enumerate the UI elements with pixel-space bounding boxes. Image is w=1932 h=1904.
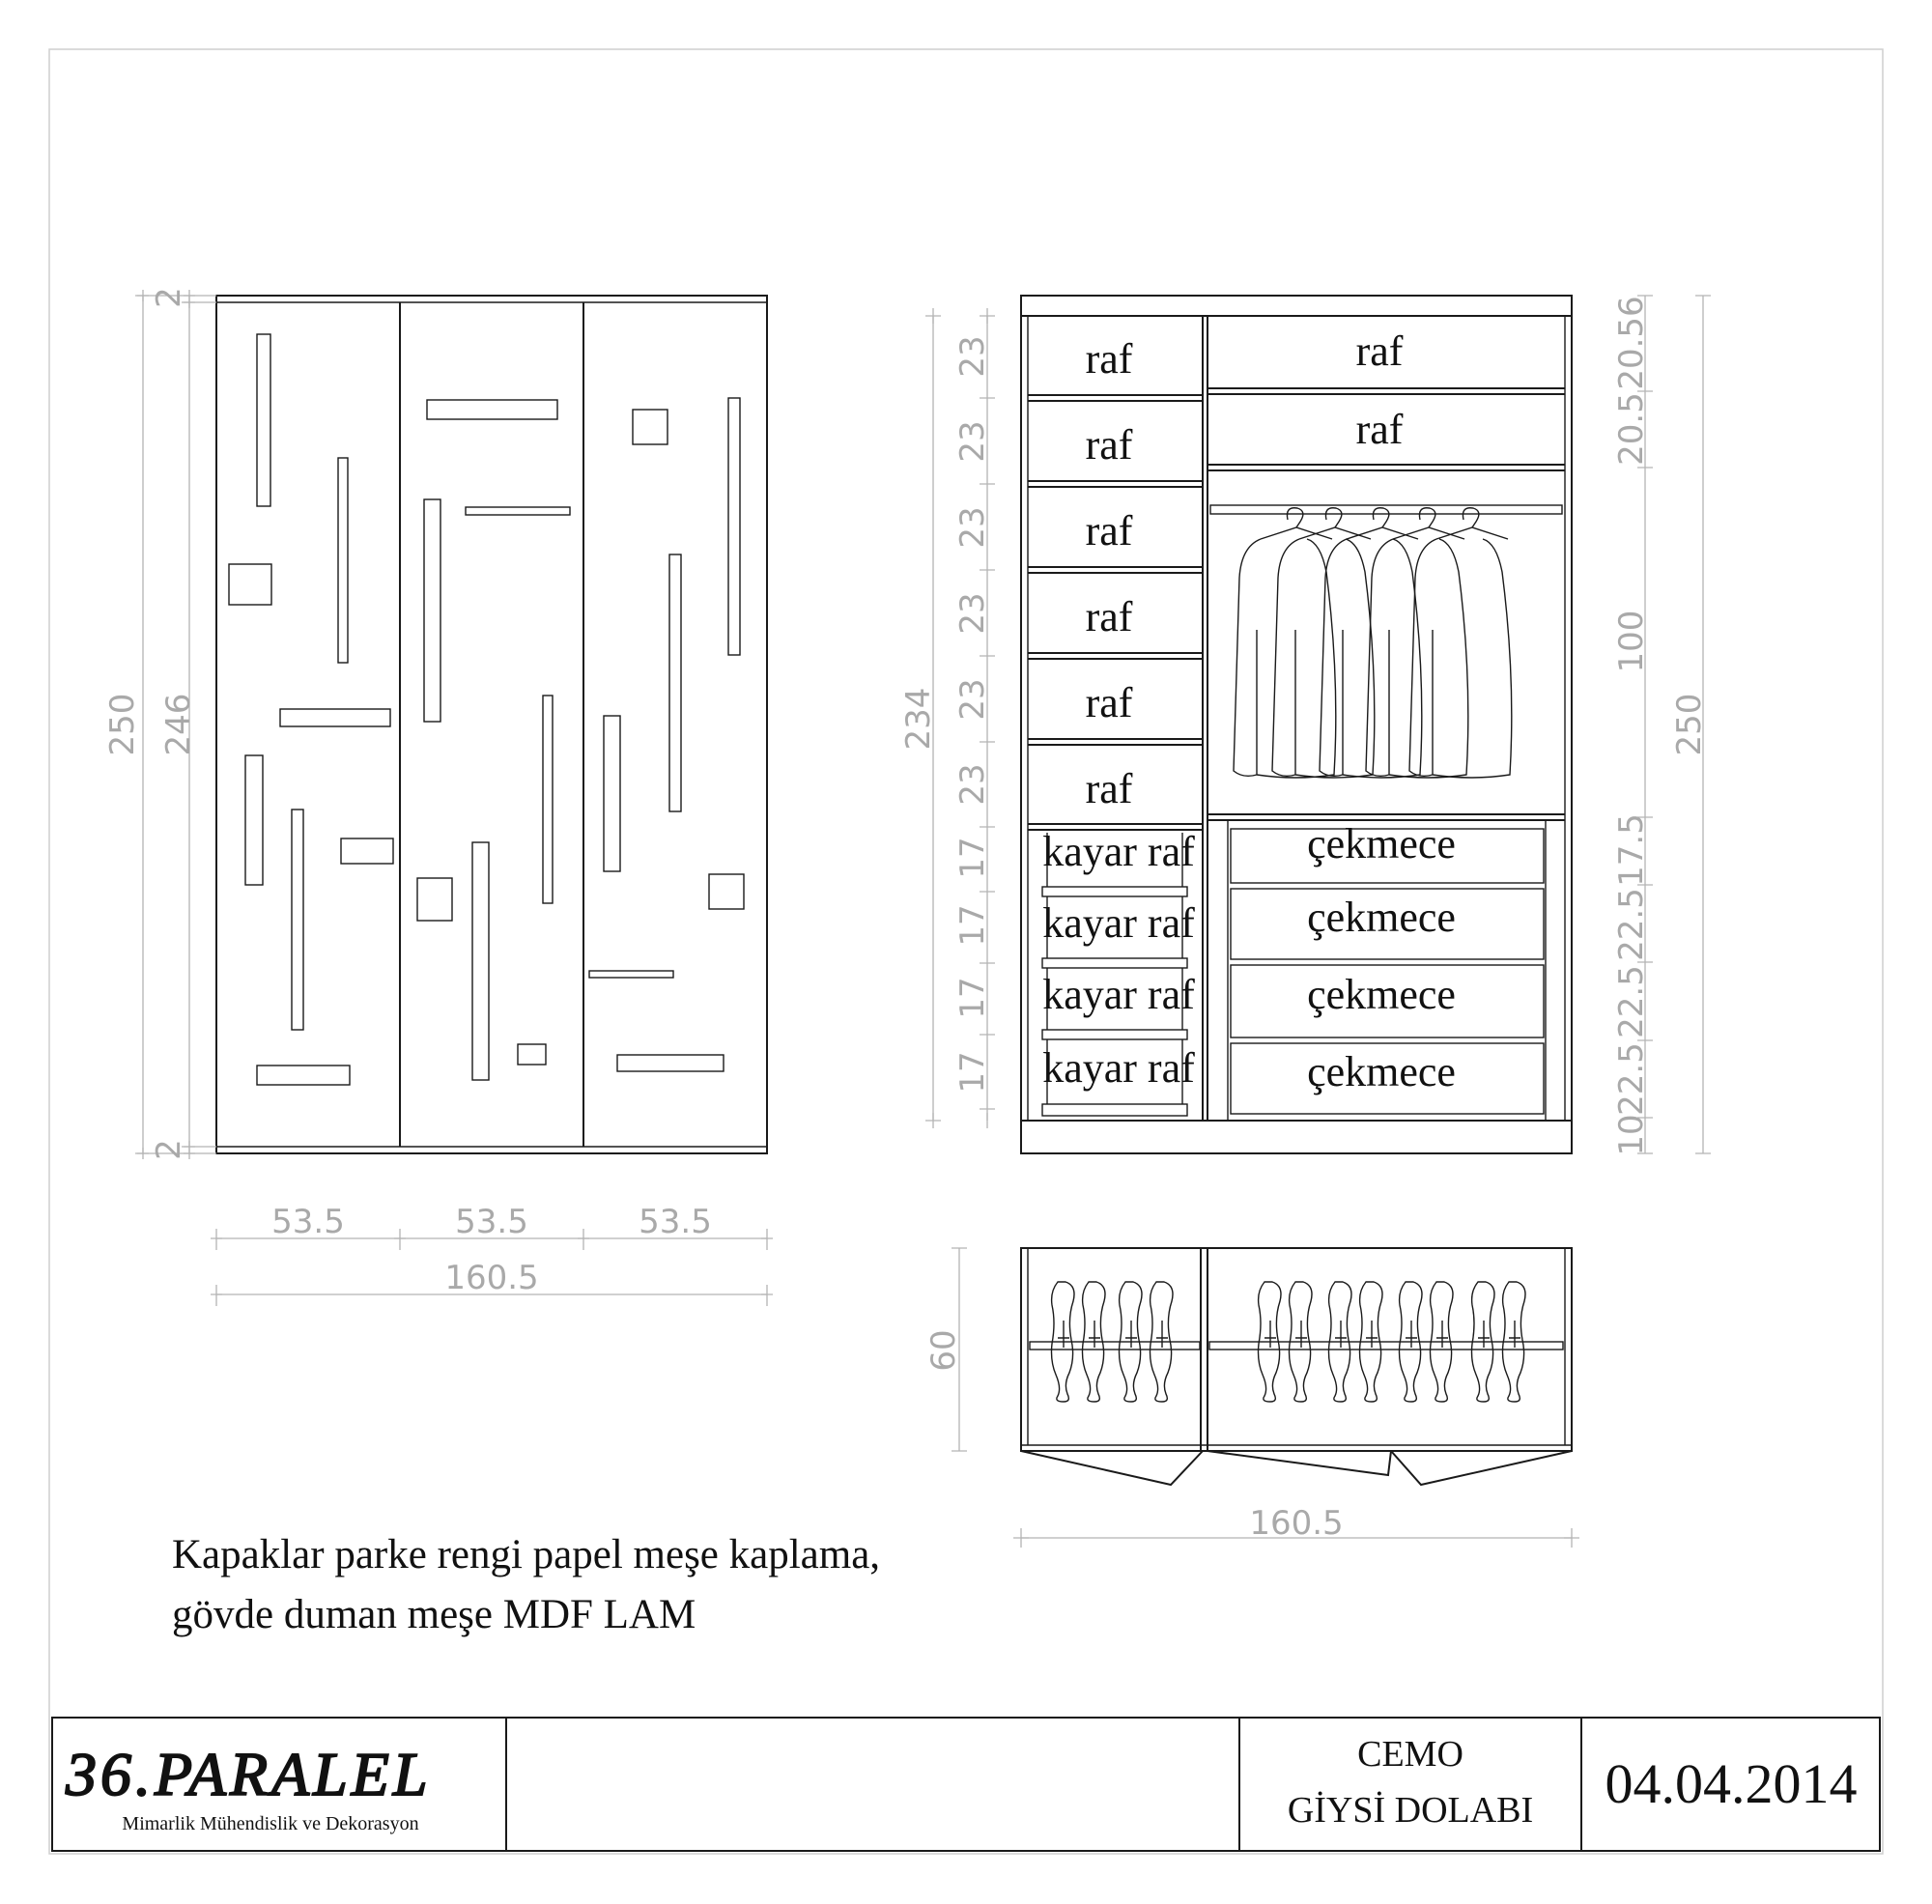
plan-dims — [952, 1247, 1579, 1548]
drawing-date: 04.04.2014 — [1605, 1752, 1858, 1815]
shelf-label: raf — [1356, 406, 1404, 453]
plan-rod — [1208, 1341, 1564, 1350]
front-outline — [215, 295, 768, 1154]
front-view: 250 246 2 2 53.5 53.5 53.5 160.5 — [103, 287, 773, 1306]
right-shelves — [1208, 387, 1565, 821]
dim-door-width: 53.5 — [271, 1203, 345, 1241]
front-vertical-dims — [135, 290, 216, 1159]
dim-right: 20.5 — [1612, 392, 1651, 466]
plan-view: 60 160.5 — [924, 1247, 1579, 1548]
dim-door-width: 53.5 — [455, 1203, 528, 1241]
door-swing — [1020, 1450, 1204, 1487]
dim-left: 23 — [953, 506, 992, 548]
sliding-shelf-label: kayar raf — [1042, 971, 1195, 1018]
company-logo: 36.PARALEL — [65, 1740, 431, 1808]
left-shelves — [1028, 394, 1203, 831]
door-swing — [1390, 1450, 1573, 1487]
dim-left: 23 — [953, 592, 992, 634]
dim-left: 23 — [953, 420, 992, 462]
dim-door-width: 53.5 — [639, 1203, 712, 1241]
interior-labels: raf raf raf raf raf raf kayar raf kayar … — [1042, 327, 1456, 1095]
shelf-label: raf — [1356, 327, 1404, 375]
shelf-label: raf — [1086, 507, 1133, 554]
dim-left: 17 — [953, 977, 992, 1018]
material-note-line1: Kapaklar parke rengi papel meşe kaplama, — [172, 1532, 880, 1577]
shelf-label: raf — [1086, 679, 1133, 726]
drawer-label: çekmece — [1307, 971, 1456, 1018]
dim-left: 17 — [953, 904, 992, 946]
company-name: Mimarlik Mühendislik ve Dekorasyon — [122, 1813, 418, 1834]
front-horizontal-dims — [211, 1229, 773, 1306]
interior-view: raf raf raf raf raf raf kayar raf kayar … — [899, 295, 1711, 1156]
dim-left: 17 — [953, 1051, 992, 1093]
shelf-label: raf — [1086, 421, 1133, 469]
dim-left: 23 — [953, 335, 992, 377]
dim-left: 17 — [953, 837, 992, 878]
dim-plan-width: 160.5 — [1249, 1504, 1343, 1543]
sliding-shelf-label: kayar raf — [1042, 1044, 1195, 1092]
material-note-line2: gövde duman meşe MDF LAM — [172, 1592, 696, 1637]
interior-right-dims — [1637, 295, 1711, 1154]
item-name: GİYSİ DOLABI — [1288, 1790, 1533, 1831]
project-name: CEMO — [1357, 1734, 1463, 1775]
dim-right: 22.5 — [1612, 965, 1651, 1038]
dim-right: 100 — [1612, 611, 1651, 673]
dim-height-total: 250 — [103, 694, 142, 756]
dim-right-total: 250 — [1670, 694, 1709, 756]
shelf-label: raf — [1086, 335, 1133, 383]
dim-left: 23 — [953, 763, 992, 805]
dim-right: 22.5 — [1612, 1042, 1651, 1116]
interior-outline — [1020, 295, 1573, 1154]
drawer-fronts — [1227, 820, 1547, 1121]
door-swing — [1207, 1450, 1392, 1477]
sheet-border — [48, 48, 1884, 1855]
dim-right: 22.5 — [1612, 888, 1651, 961]
dim-left-total: 234 — [899, 688, 938, 751]
dim-right: 20.56 — [1612, 296, 1651, 389]
dim-top-trim: 2 — [150, 287, 188, 308]
dim-depth: 60 — [924, 1329, 963, 1371]
door-grooves — [228, 333, 745, 1086]
hanging-clothes — [1233, 507, 1513, 779]
shelf-label: raf — [1086, 765, 1133, 812]
drawer-label: çekmece — [1307, 894, 1456, 941]
dim-right: 17.5 — [1612, 813, 1651, 887]
title-block: 36.PARALEL Mimarlik Mühendislik ve Dekor… — [51, 1717, 1881, 1852]
sliding-shelf-label: kayar raf — [1042, 828, 1195, 875]
dim-right: 10 — [1612, 1114, 1651, 1155]
drawer-label: çekmece — [1307, 1048, 1456, 1095]
drawer-label: çekmece — [1307, 820, 1456, 867]
dim-width-total: 160.5 — [444, 1259, 538, 1297]
hanging-rod — [1209, 504, 1563, 515]
interior-left-dims — [925, 308, 995, 1128]
sliding-shelf-label: kayar raf — [1042, 899, 1195, 947]
dim-left: 23 — [953, 678, 992, 720]
plan-rod — [1029, 1341, 1201, 1350]
dim-bottom-trim: 2 — [150, 1139, 188, 1160]
shelf-label: raf — [1086, 593, 1133, 640]
sliding-trays — [1041, 833, 1188, 1117]
dim-height-inner: 246 — [159, 694, 198, 756]
